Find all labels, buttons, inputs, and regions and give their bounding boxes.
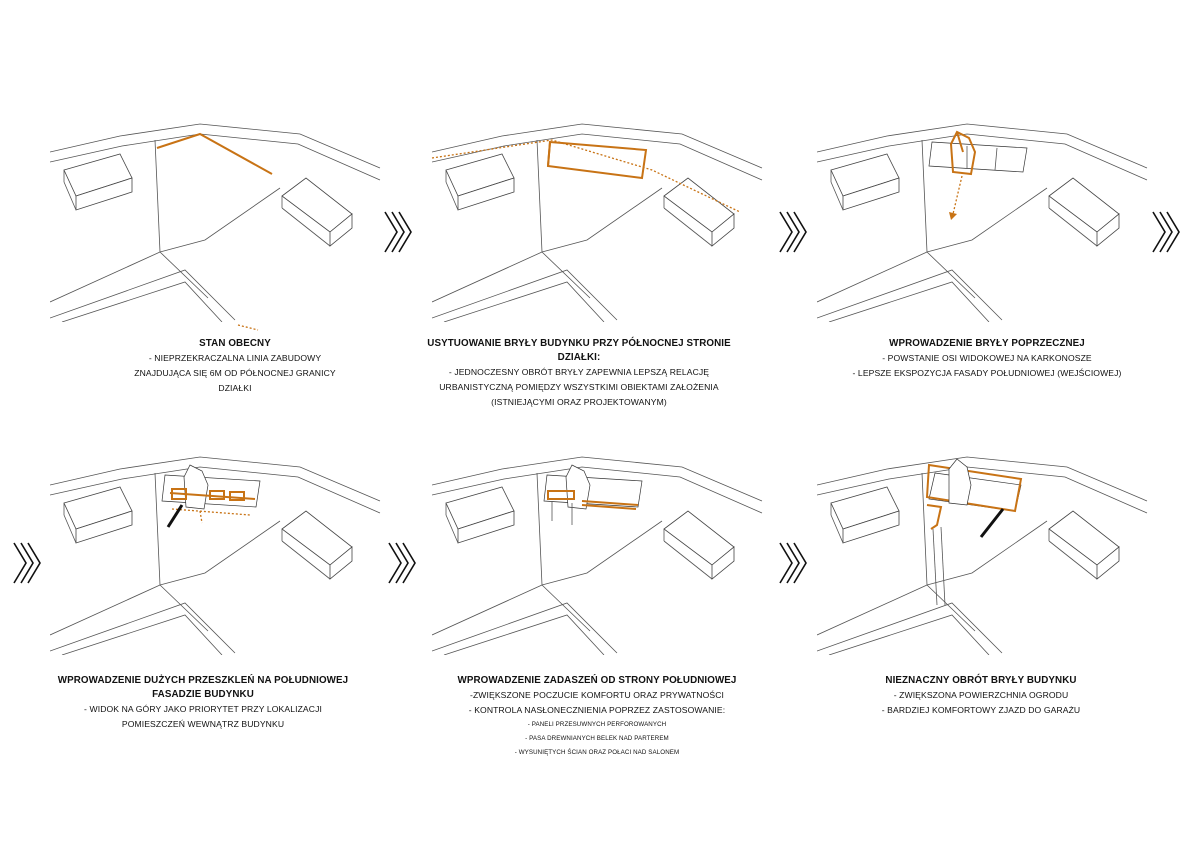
caption-6: NIEZNACZNY OBRÓT BRYŁY BUDYNKU - ZWIĘKSZ…	[821, 674, 1141, 718]
double-chevron-right-icon	[778, 541, 812, 585]
caption-5: WPROWADZENIE ZADASZEŃ OD STRONY POŁUDNIO…	[437, 674, 757, 760]
site-plan-drawing	[50, 122, 390, 331]
diagram-panel-4	[50, 455, 390, 655]
caption-3: WPROWADZENIE BRYŁY POPRZECZNEJ - POWSTAN…	[827, 337, 1147, 381]
diagram-panel-6	[817, 455, 1157, 655]
caption-subline: - PANELI PRZESUWNYCH PERFOROWANYCH	[527, 721, 667, 728]
caption-line: - BARDZIEJ KOMFORTOWY ZJAZD DO GARAŻU	[881, 705, 1081, 715]
double-chevron-right-icon	[12, 541, 46, 585]
view-axis-arrow	[952, 175, 963, 215]
caption-line: DZIAŁKI	[218, 383, 252, 393]
canopy	[547, 490, 575, 500]
diagram-panel-2	[432, 122, 772, 322]
caption-title: USYTUOWANIE BRYŁY BUDYNKU PRZY PÓŁNOCNEJ…	[427, 338, 731, 363]
caption-line: - WIDOK NA GÓRY JAKO PRIORYTET PRZY LOKA…	[84, 704, 322, 714]
site-plan-drawing	[432, 455, 772, 655]
rotated-volume	[925, 463, 1023, 513]
caption-2: USYTUOWANIE BRYŁY BUDYNKU PRZY PÓŁNOCNEJ…	[419, 337, 739, 410]
building-line	[156, 132, 273, 175]
building-volume	[546, 140, 648, 180]
caption-1: STAN OBECNY - NIEPRZEKRACZALNA LINIA ZAB…	[75, 337, 395, 396]
double-chevron-right-icon	[1151, 210, 1185, 254]
caption-title: STAN OBECNY	[199, 338, 271, 349]
caption-line: (ISTNIEJĄCYMI ORAZ PROJEKTOWANYM)	[491, 397, 667, 407]
caption-title: NIEZNACZNY OBRÓT BRYŁY BUDYNKU	[885, 675, 1077, 686]
double-chevron-right-icon	[778, 210, 812, 254]
diagram-panel-3	[817, 122, 1157, 322]
site-plan-drawing	[817, 455, 1157, 655]
caption-line: - KONTROLA NASŁONECZNIENIA POPRZEZ ZASTO…	[468, 705, 726, 715]
caption-line: - NIEPRZEKRACZALNA LINIA ZABUDOWY	[148, 353, 322, 363]
caption-title: WPROWADZENIE DUŻYCH PRZESZKLEŃ NA POŁUDN…	[57, 675, 349, 700]
site-plan-drawing	[817, 122, 1157, 322]
caption-line: ZNAJDUJĄCA SIĘ 6m OD PÓŁNOCNEJ GRANICY	[134, 368, 336, 378]
caption-line: - JEDNOCZESNY OBRÓT BRYŁY ZAPEWNIA LEPSZ…	[448, 367, 710, 377]
north-arrow	[237, 324, 259, 331]
site-plan-drawing	[50, 455, 390, 655]
caption-line: -ZWIĘKSZONE POCZUCIE KOMFORTU ORAZ PRYWA…	[470, 690, 724, 700]
caption-title: WPROWADZENIE ZADASZEŃ OD STRONY POŁUDNIO…	[457, 675, 737, 686]
caption-subline: - WYSUNIĘTYCH ŚCIAN ORAZ POŁACI NAD SALO…	[514, 749, 680, 756]
caption-line: URBANISTYCZNĄ POMIĘDZY WSZYSTKIMI OBIEKT…	[439, 382, 719, 392]
caption-line: POMIESZCZEŃ WEWNĄTRZ BUDYNKU	[121, 719, 285, 729]
building-line	[431, 139, 741, 213]
diagram-panel-1	[50, 122, 390, 331]
caption-title: WPROWADZENIE BRYŁY POPRZECZNEJ	[889, 338, 1085, 349]
caption-subline: - PASA DREWNIANYCH BELEK NAD PARTEREM	[525, 735, 669, 742]
caption-line: - POWSTANIE OSI WIDOKOWEJ NA KARKONOSZE	[882, 353, 1092, 363]
double-chevron-right-icon	[387, 541, 421, 585]
caption-line: - ZWIĘKSZONA POWIERZCHNIA OGRODU	[893, 690, 1069, 700]
site-plan-drawing	[432, 122, 772, 322]
caption-line: - LEPSZE EKSPOZYCJA FASADY POŁUDNIOWEJ (…	[852, 368, 1122, 378]
glazing-outline	[169, 492, 256, 500]
double-chevron-right-icon	[383, 210, 417, 254]
caption-4: WPROWADZENIE DUŻYCH PRZESZKLEŃ NA POŁUDN…	[43, 674, 363, 732]
diagram-panel-5	[432, 455, 772, 655]
